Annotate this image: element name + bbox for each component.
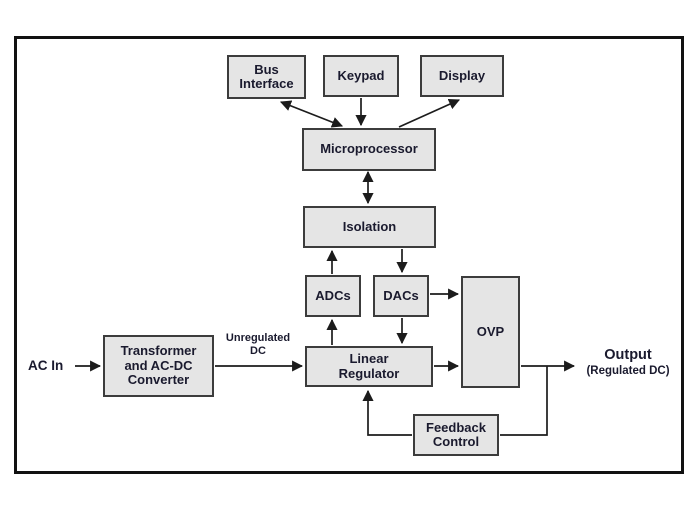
diagram-border: [14, 36, 684, 474]
node-label: Regulator: [338, 365, 400, 381]
node-label: Control: [432, 434, 480, 449]
node-label: Feedback: [426, 419, 486, 435]
node-label: Transformer: [120, 343, 197, 359]
node-ovp: OVP: [461, 276, 520, 388]
node-keypad: Keypad: [323, 55, 399, 97]
node-isolation: Isolation: [303, 206, 436, 248]
node-feedback-control: Feedback Control: [413, 414, 499, 456]
node-label: Microprocessor: [320, 141, 418, 157]
node-transformer-acdc-converter: Transformer and AC-DC Converter: [103, 335, 214, 397]
label-unregulated-dc: Unregulated DC: [214, 332, 302, 358]
node-dacs: DACs: [373, 275, 429, 317]
node-label: DACs: [383, 287, 419, 303]
node-adcs: ADCs: [305, 275, 361, 317]
label-output-main: Output: [604, 347, 652, 363]
node-label: Bus: [254, 61, 279, 77]
node-label: Isolation: [342, 218, 397, 234]
node-bus-interface: Bus Interface: [227, 55, 306, 99]
node-label: and AC-DC: [124, 357, 193, 373]
node-label: Converter: [127, 372, 190, 388]
node-label: Interface: [239, 76, 294, 91]
label-ac-in: AC In: [28, 358, 64, 373]
label-line: DC: [250, 345, 266, 357]
node-label: Keypad: [337, 67, 385, 83]
label-output-sub: (Regulated DC): [586, 365, 670, 377]
node-label: Linear: [349, 351, 389, 366]
node-display: Display: [420, 55, 504, 97]
node-label: ADCs: [315, 287, 351, 303]
node-microprocessor: Microprocessor: [302, 128, 436, 171]
label-line: Unregulated: [225, 332, 291, 344]
label-output: Output (Regulated DC): [580, 347, 676, 378]
node-linear-regulator: Linear Regulator: [305, 346, 433, 387]
node-label: OVP: [476, 323, 505, 339]
node-label: Display: [438, 67, 486, 83]
